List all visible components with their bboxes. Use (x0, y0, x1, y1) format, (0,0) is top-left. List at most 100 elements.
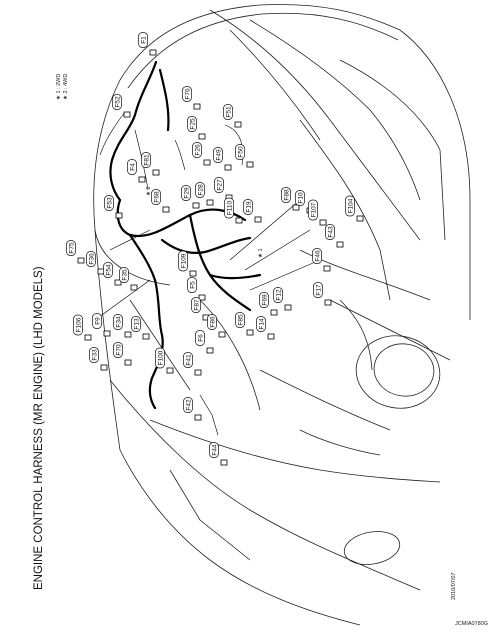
connector-label-text: F100 (157, 350, 164, 365)
connector-label-text: F88 (283, 189, 290, 201)
connector-body-f29 (192, 202, 200, 209)
connector-label-text: F13 (133, 318, 140, 330)
connector-label-f100: F100 (155, 347, 165, 369)
connector-body-f88 (292, 204, 300, 211)
connector-label-f6: F6 (195, 330, 205, 346)
connector-label-f88: F88 (281, 187, 291, 203)
connector-body-f44 (220, 459, 228, 466)
connector-label-frame (187, 116, 197, 132)
connector-label-f81: F81 (141, 152, 151, 168)
connector-label-text: F44 (211, 444, 218, 456)
connector-label-frame (112, 94, 122, 110)
connector-label-f36: F36 (86, 251, 96, 267)
connector-label-frame (243, 199, 253, 215)
connector-label-text: F42 (185, 399, 192, 411)
connector-body-f28 (206, 199, 214, 206)
connector-label-text: F12 (275, 289, 282, 301)
connector-label-text: F17 (315, 284, 322, 296)
connector-label-text: F35 (121, 269, 128, 281)
connector-body-f19 (254, 216, 262, 223)
connector-label-f51: F51 (223, 104, 233, 120)
connector-label-f13: F13 (131, 316, 141, 332)
connector-label-f27: F27 (214, 177, 224, 193)
connector-label-text: F6 (197, 334, 204, 342)
connector-label-frame (113, 342, 123, 358)
connector-label-text: F68 (153, 191, 160, 203)
connector-label-f87: F87 (191, 297, 201, 313)
connector-label-frame (195, 330, 205, 346)
connector-label-frame (325, 224, 335, 240)
connector-label-frame (151, 189, 161, 205)
connector-label-text: F106 (75, 317, 82, 332)
connector-body-f51 (234, 121, 242, 128)
connector-body-f17 (324, 299, 332, 306)
connector-label-text: F107 (310, 202, 317, 217)
connector-label-frame (224, 197, 234, 219)
connector-label-text: F43 (327, 226, 334, 238)
vehicle-body-outline (93, 4, 471, 626)
connector-label-frame (86, 251, 96, 267)
connector-body-f85 (246, 329, 254, 336)
connector-label-frame (127, 159, 137, 175)
connector-label-f25: F25 (187, 116, 197, 132)
connector-body-f46 (323, 265, 331, 272)
connector-label-text: F46 (314, 250, 321, 262)
connector-label-frame (113, 314, 123, 330)
connector-label-frame (104, 195, 114, 211)
connector-label-text: F52 (114, 96, 121, 108)
connector-label-f17: F17 (313, 282, 323, 298)
connector-body-f86 (218, 331, 226, 338)
connector-label-f49: F49 (213, 147, 223, 163)
connector-label-frame (187, 277, 197, 293)
connector-body-f54 (114, 279, 122, 286)
connector-label-frame (223, 104, 233, 120)
connector-label-text: F36 (88, 253, 95, 265)
connector-label-text: F75 (68, 242, 75, 254)
star-mark-4wd: ★ 2 (145, 186, 152, 196)
connector-body-f53 (115, 212, 123, 219)
connector-label-f10: F10 (295, 190, 305, 206)
connector-label-text: F26 (194, 144, 201, 156)
connector-label-text: F51 (225, 106, 232, 118)
connector-body-f13 (142, 333, 150, 340)
connector-label-text: F53 (106, 197, 113, 209)
connector-label-frame (73, 314, 83, 336)
connector-body-f69 (270, 309, 278, 316)
connector-body-f9 (103, 330, 111, 337)
connector-label-f19: F19 (243, 199, 253, 215)
connector-label-frame (178, 250, 188, 272)
engine-harness-routing (94, 60, 321, 436)
connector-label-f52: F52 (112, 94, 122, 110)
connector-label-text: F33 (91, 349, 98, 361)
connector-label-f44: F44 (209, 442, 219, 458)
connector-label-text: F49 (215, 149, 222, 161)
connector-label-frame (181, 185, 191, 201)
connector-label-text: F76 (184, 88, 191, 100)
connector-body-f42 (194, 414, 202, 421)
connector-label-f69: F69 (259, 292, 269, 308)
connector-body-f26 (203, 159, 211, 166)
connector-label-frame (312, 248, 322, 264)
connector-label-f46: F46 (312, 248, 322, 264)
connector-body-f43 (336, 241, 344, 248)
connector-label-frame (295, 190, 305, 206)
connector-label-f50: F50 (235, 144, 245, 160)
connector-label-frame (235, 144, 245, 160)
connector-body-f35 (130, 284, 138, 291)
connector-label-text: F54 (105, 264, 112, 276)
connector-label-frame (92, 313, 102, 329)
star-mark-2wd: ★ 1 (257, 248, 264, 258)
connector-label-text: F50 (237, 146, 244, 158)
connector-label-f109: F109 (178, 250, 188, 272)
connector-label-frame (207, 314, 217, 330)
connector-label-f4: F4 (127, 159, 137, 175)
connector-label-f86: F86 (207, 314, 217, 330)
connector-label-text: F85 (237, 314, 244, 326)
connector-body-f6 (206, 347, 214, 354)
connector-body-f68 (162, 206, 170, 213)
connector-bodies (77, 49, 364, 466)
connector-label-f12: F12 (273, 287, 283, 303)
connector-label-frame (259, 292, 269, 308)
figure-id: JCMIA0780GB (455, 621, 488, 627)
